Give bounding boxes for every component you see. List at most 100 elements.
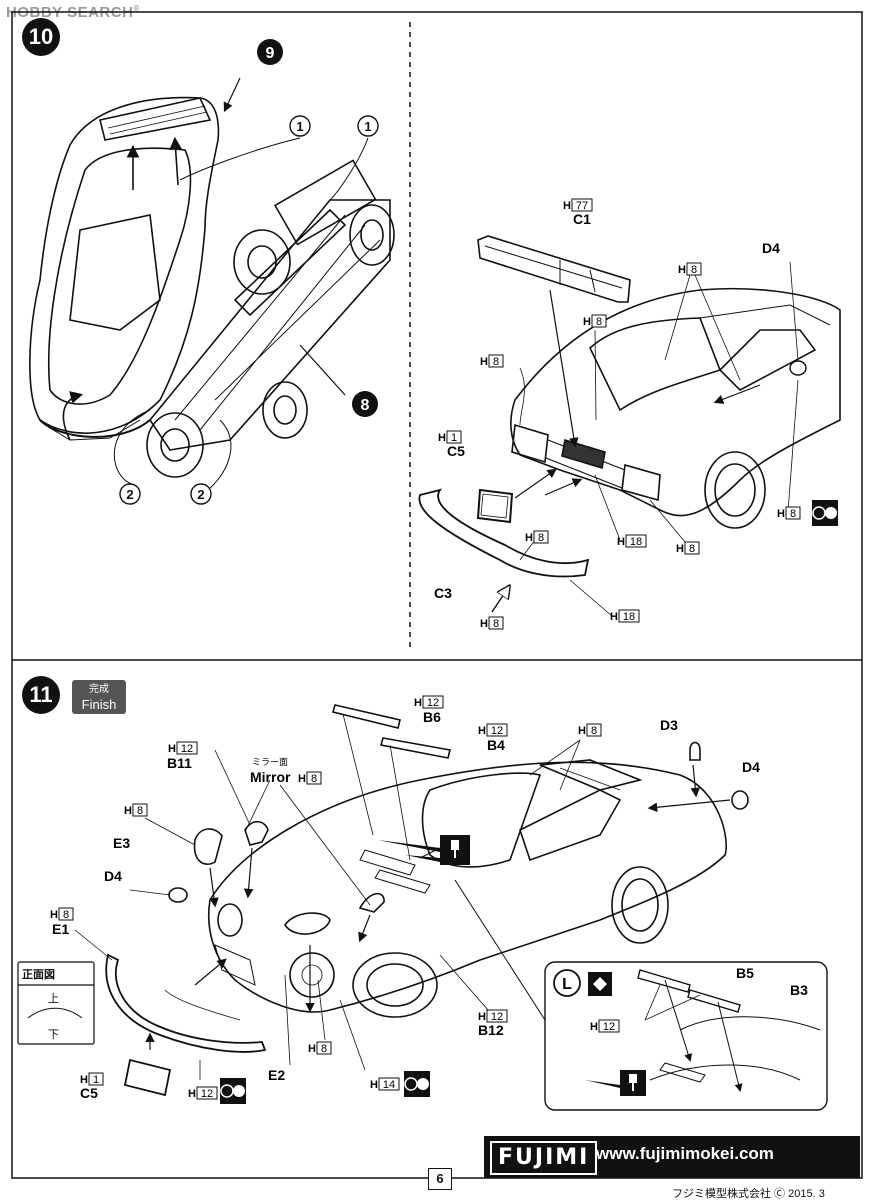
label-c3: C3 <box>434 585 452 601</box>
label-h8-lower-box: 8 <box>689 543 695 555</box>
label-h8-mirror-prefix: H <box>298 773 306 785</box>
label-h12-b11-box: 12 <box>181 743 193 755</box>
label-h12-inset-box: 12 <box>603 1021 615 1033</box>
label-h12-b4-prefix: H <box>478 725 486 737</box>
brand-url: www.fujimimokei.com <box>596 1144 774 1163</box>
join-mark-2a: 2 <box>126 487 133 502</box>
label-h18-bumper-prefix: H <box>610 611 618 623</box>
label-h8-bumper-under-prefix: H <box>480 618 488 630</box>
wheel-front-left <box>146 412 204 478</box>
label-b3: B3 <box>790 982 808 998</box>
label-h12-b6: H 12 <box>414 695 444 709</box>
label-h8-e1-box: 8 <box>63 909 69 921</box>
car-rear-body <box>510 287 841 517</box>
step10-left-assembly <box>29 77 395 489</box>
watermark-mark: ® <box>133 4 140 13</box>
step-10-badge: 10 <box>22 18 60 56</box>
car-rear-wheel <box>704 451 766 529</box>
label-h12-bumper-box: 12 <box>201 1088 213 1100</box>
tail-light-left <box>511 423 549 464</box>
label-h12-b4: H 12 <box>478 723 508 737</box>
label-h77-prefix: H <box>563 200 571 212</box>
label-h8-body-prefix: H <box>578 725 586 737</box>
label-h8-emblem-prefix: H <box>583 316 591 328</box>
finished-front-wheel <box>352 952 438 1018</box>
headlight-right <box>289 952 335 998</box>
label-d4-left: D4 <box>104 868 122 884</box>
label-c5-front: C5 <box>80 1085 98 1101</box>
part-d4-marker <box>789 360 807 376</box>
finish-badge: 完成 Finish <box>72 680 126 714</box>
brand-logo: FUJIMI <box>490 1141 598 1175</box>
wheel-front-right <box>262 381 308 439</box>
label-h8-bumper-under-box: 8 <box>493 618 499 630</box>
front-view-inset <box>17 961 95 1045</box>
inset-wiper-b5 <box>637 969 691 993</box>
headlight-left <box>217 903 243 937</box>
part-b4-wiper <box>379 737 451 759</box>
label-h8-lower-prefix: H <box>676 543 684 555</box>
step-11-badge: 11 <box>22 676 60 714</box>
label-h12-b6-box: 12 <box>427 697 439 709</box>
label-h8-marker-prefix: H <box>777 508 785 520</box>
label-e3: E3 <box>113 835 130 851</box>
label-mirror: Mirror <box>250 769 291 785</box>
label-c1: C1 <box>573 211 591 227</box>
part-d3-bulb <box>689 741 701 761</box>
label-h1-box: 1 <box>451 432 457 444</box>
label-h18-bumper-box: 18 <box>623 611 635 623</box>
sub-step-circles: 9 8 1 1 2 2 <box>119 39 379 505</box>
label-h1-c5-prefix: H <box>80 1074 88 1086</box>
label-b6: B6 <box>423 709 441 725</box>
label-b5: B5 <box>736 965 754 981</box>
body-rear-grille <box>99 97 212 141</box>
body-front-lip <box>39 419 151 438</box>
join-mark-2b: 2 <box>197 487 204 502</box>
label-h8-emblem-box: 8 <box>596 316 602 328</box>
label-h8-taillight-box: 8 <box>493 356 499 368</box>
tail-light-right <box>621 463 661 502</box>
part-e3-cover <box>193 828 223 865</box>
label-h12-b6-prefix: H <box>414 697 422 709</box>
chassis-exhaust <box>233 208 347 317</box>
finished-car-side-window <box>519 789 622 862</box>
part-e1-bumper <box>105 953 267 1053</box>
hood-vent-right <box>374 869 431 894</box>
part-c3-bumper <box>418 488 590 578</box>
part-c5-plate <box>476 488 514 524</box>
finished-car-windshield <box>421 772 542 868</box>
label-h8-bumper-prefix: H <box>525 532 533 544</box>
part-e2-lens <box>284 912 331 935</box>
label-h12-b12-box: 12 <box>491 1011 503 1023</box>
label-h12-b12-prefix: H <box>478 1011 486 1023</box>
front-view-up: 上 <box>48 993 59 1005</box>
step11-assembly <box>74 704 749 1097</box>
inset-wiper-b3 <box>687 989 741 1013</box>
label-b12: B12 <box>478 1022 504 1038</box>
label-h8-body-box: 8 <box>591 725 597 737</box>
copyright: フジミ模型株式会社 Ⓒ 2015. 3 <box>672 1188 825 1200</box>
label-h12-b4-box: 12 <box>491 725 503 737</box>
part-d4-right <box>731 790 749 810</box>
finished-car-body <box>207 761 727 1013</box>
part-b6-wiper <box>332 704 401 729</box>
label-b11: B11 <box>167 755 192 771</box>
label-mirror-jp: ミラー面 <box>252 757 288 767</box>
sub-step-8: 8 <box>361 397 370 414</box>
label-h14-box: 14 <box>383 1079 395 1091</box>
